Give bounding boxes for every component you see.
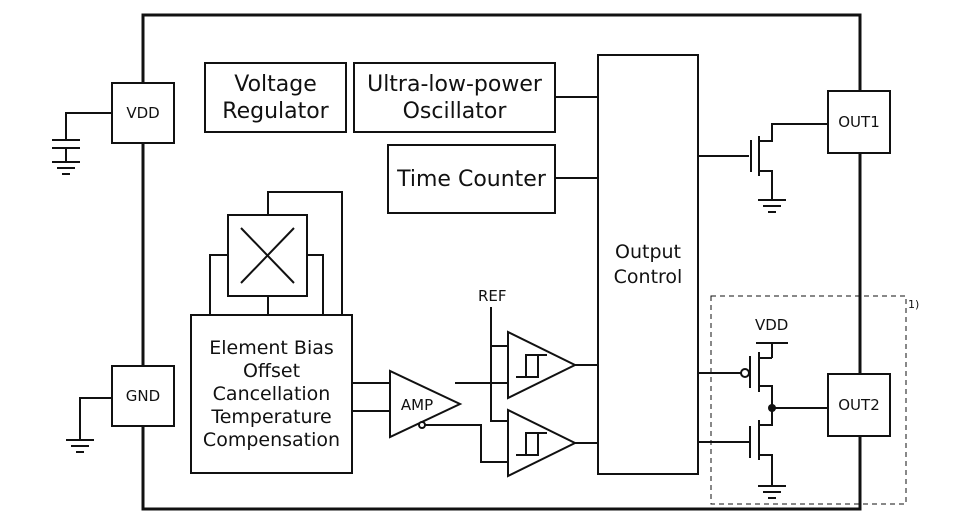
out1-pin-label: OUT1 (838, 113, 880, 131)
bias-compensation-block: Element Bias Offset Cancellation Tempera… (190, 314, 353, 474)
svg-text:Voltage: Voltage (234, 72, 317, 97)
svg-text:Offset: Offset (243, 360, 300, 382)
out2-pin-label: OUT2 (838, 396, 880, 414)
gnd-pin-group: GND (66, 365, 175, 453)
vdd-pin (111, 82, 175, 144)
output-control-block: Output Control (597, 54, 699, 475)
out1-pin (827, 90, 891, 154)
comparator-1 (507, 330, 598, 400)
hall-sensor-element (209, 191, 343, 315)
vdd-pin-label: VDD (126, 104, 159, 122)
svg-text:Oscillator: Oscillator (403, 99, 508, 124)
footnote-marker: 1) (908, 298, 919, 311)
svg-text:Output: Output (615, 241, 681, 263)
gnd-pin-label: GND (126, 387, 160, 405)
svg-text:Time Counter: Time Counter (396, 167, 547, 192)
oscillator-block: Ultra-low-power Oscillator (353, 62, 556, 133)
svg-text:Cancellation: Cancellation (213, 383, 331, 405)
optional-output-region (710, 295, 907, 505)
ref-label: REF (478, 287, 507, 305)
ref-wire (490, 307, 508, 422)
comparator-2 (507, 408, 598, 478)
out2-pin (827, 373, 891, 437)
chip-outline (141, 13, 862, 511)
svg-text:Control: Control (614, 266, 683, 288)
svg-text:Ultra-low-power: Ultra-low-power (367, 72, 543, 97)
svg-text:Element Bias: Element Bias (209, 337, 334, 359)
out2-push-pull-stage (698, 342, 828, 499)
gnd-pin (111, 365, 175, 427)
vdd-pin-group: VDD (52, 82, 175, 175)
vdd-supply-label: VDD (755, 316, 788, 334)
svg-text:Regulator: Regulator (222, 99, 329, 124)
svg-text:AMP: AMP (401, 396, 433, 414)
voltage-regulator-block: Voltage Regulator (204, 62, 347, 133)
out1-transistor (698, 123, 828, 213)
svg-text:Temperature: Temperature (210, 406, 331, 428)
time-counter-block: Time Counter (387, 144, 556, 214)
svg-text:Compensation: Compensation (203, 429, 340, 451)
amplifier: AMP (352, 369, 508, 463)
